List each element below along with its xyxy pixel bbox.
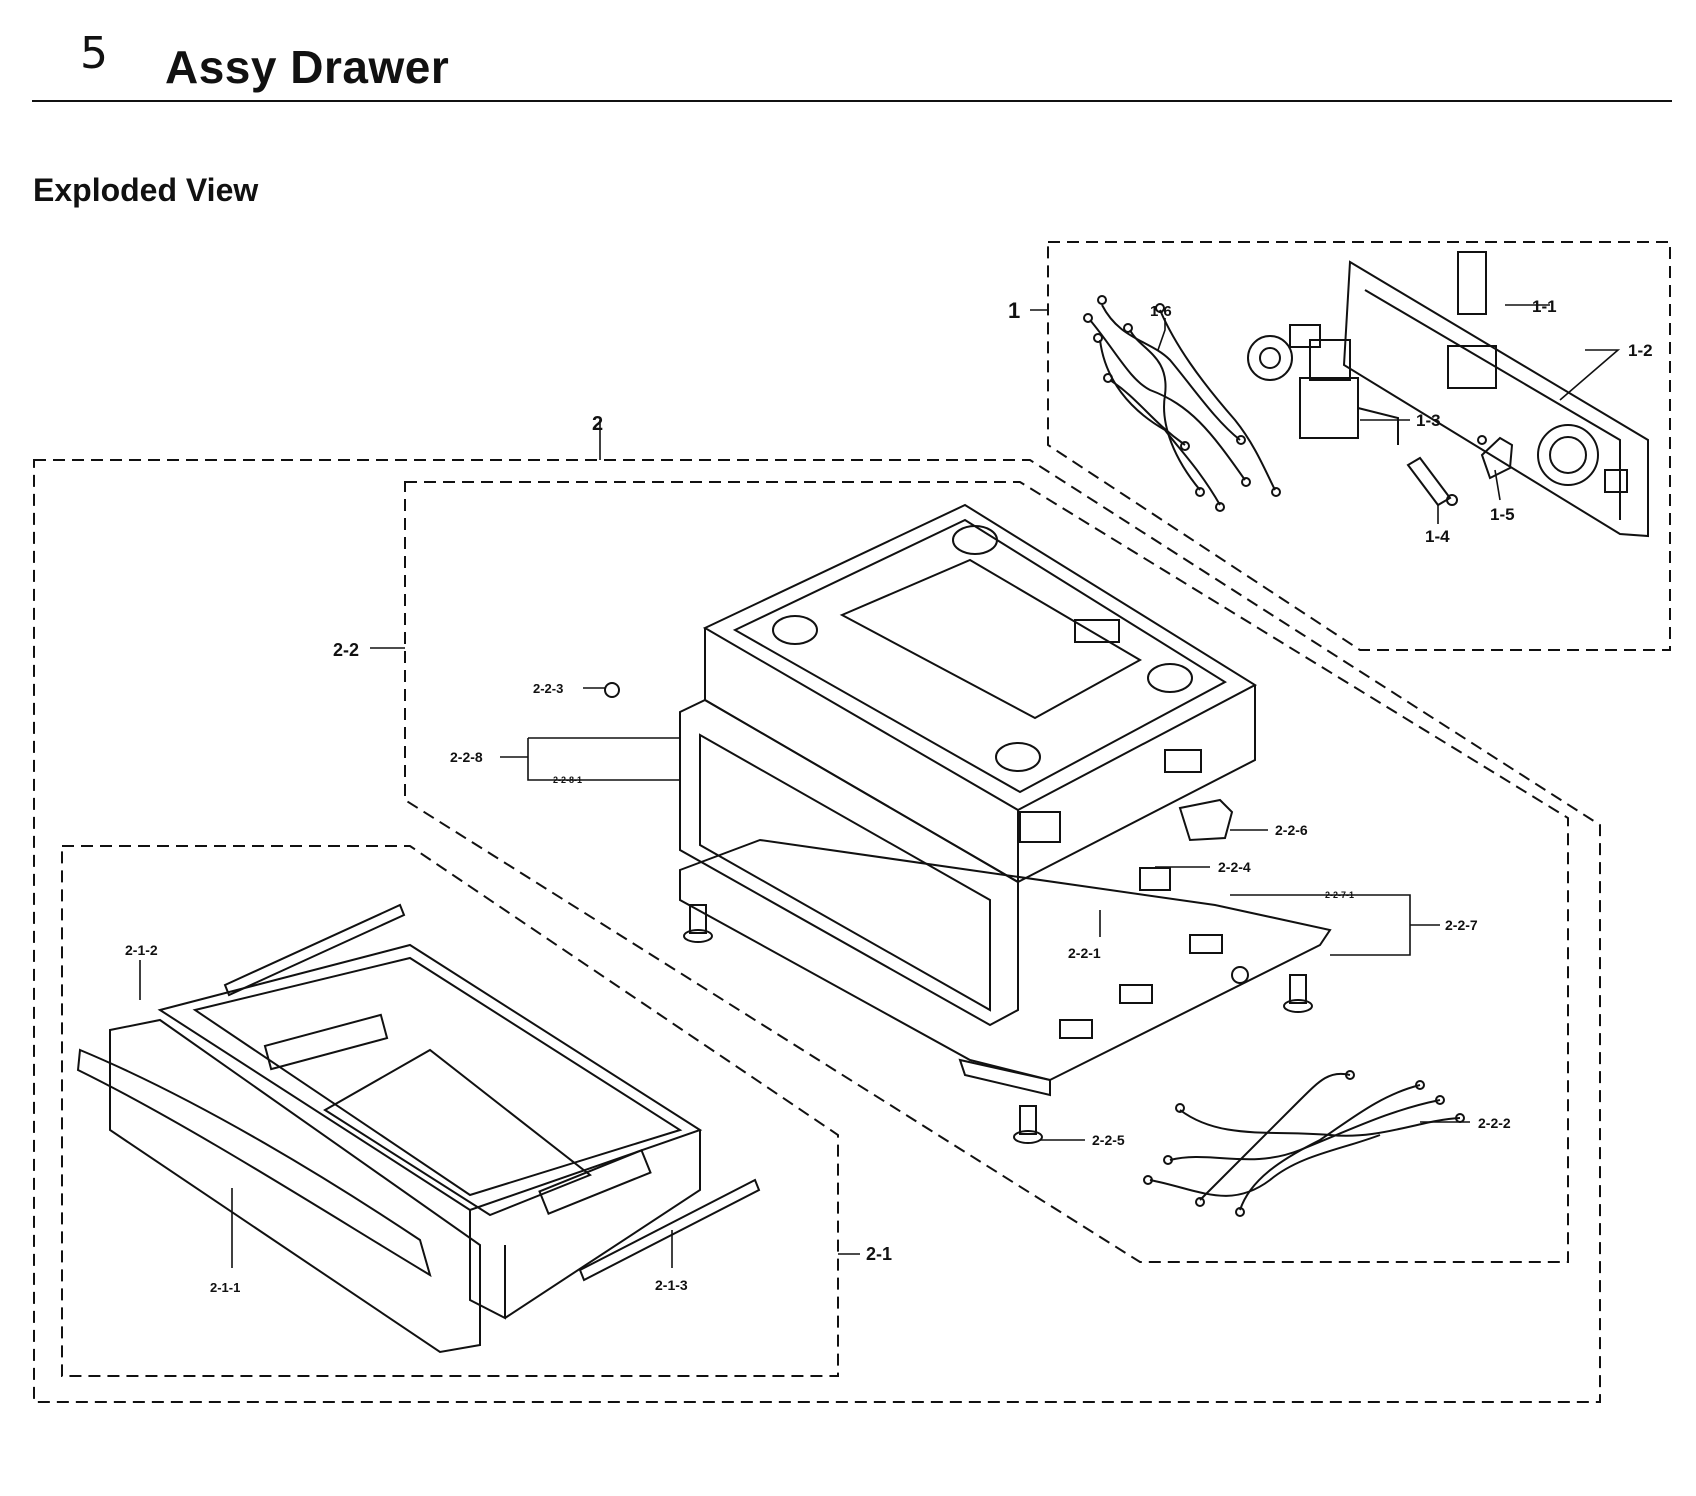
callout-2-2-2: 2-2-2 — [1478, 1115, 1511, 1131]
callout-1: 1 — [1008, 298, 1020, 323]
callout-2-2-8-1: 2-2-8-1 — [553, 775, 582, 785]
group-boundaries — [33, 241, 1671, 1403]
group-1-boundary — [1047, 241, 1671, 651]
callout-2: 2 — [592, 413, 603, 435]
subtitle: Exploded View — [33, 172, 259, 208]
callout-2-2-4: 2-2-4 — [1218, 859, 1251, 875]
drawer-part — [76, 903, 761, 1354]
cabinet-part — [604, 503, 1332, 1144]
callout-1-2: 1-2 — [1628, 341, 1653, 360]
callout-2-2-8: 2-2-8 — [450, 749, 483, 765]
callout-1-6: 1-6 — [1150, 303, 1172, 320]
section-number: 5 — [80, 28, 108, 79]
group-2-1-boundary — [61, 845, 839, 1377]
group-2-boundary — [33, 459, 1601, 1403]
callout-2-2: 2-2 — [333, 640, 359, 660]
leader-lines — [139, 304, 1621, 1268]
callout-2-1-2: 2-1-2 — [125, 942, 158, 958]
callout-1-1: 1-1 — [1532, 297, 1557, 316]
header-rule — [32, 100, 1672, 102]
callout-2-1: 2-1 — [866, 1244, 892, 1264]
page-title: Assy Drawer — [165, 41, 450, 93]
callout-2-1-1: 2-1-1 — [210, 1280, 240, 1295]
callout-2-2-7: 2-2-7 — [1445, 917, 1478, 933]
control-panel-part — [1342, 251, 1649, 538]
valve-part — [1406, 435, 1514, 507]
callout-1-5: 1-5 — [1490, 505, 1515, 524]
wire-harness-2 — [1143, 1070, 1465, 1217]
callout-2-2-3: 2-2-3 — [533, 681, 563, 696]
ignitor-part — [1247, 324, 1399, 445]
callout-1-3: 1-3 — [1416, 411, 1441, 430]
callout-1-4: 1-4 — [1425, 527, 1450, 546]
callout-2-2-1: 2-2-1 — [1068, 945, 1101, 961]
wire-harness-1 — [1083, 295, 1281, 512]
callout-2-2-7-1: 2-2-7-1 — [1325, 890, 1354, 900]
callout-2-2-5: 2-2-5 — [1092, 1132, 1125, 1148]
callout-2-2-6: 2-2-6 — [1275, 822, 1308, 838]
callout-2-1-3: 2-1-3 — [655, 1277, 688, 1293]
group-2-2-boundary — [404, 481, 1569, 1263]
callout-labels: 1 1-1 1-2 1-3 1-4 1-5 1-6 2 2-1 2-1-1 2-… — [125, 297, 1653, 1295]
